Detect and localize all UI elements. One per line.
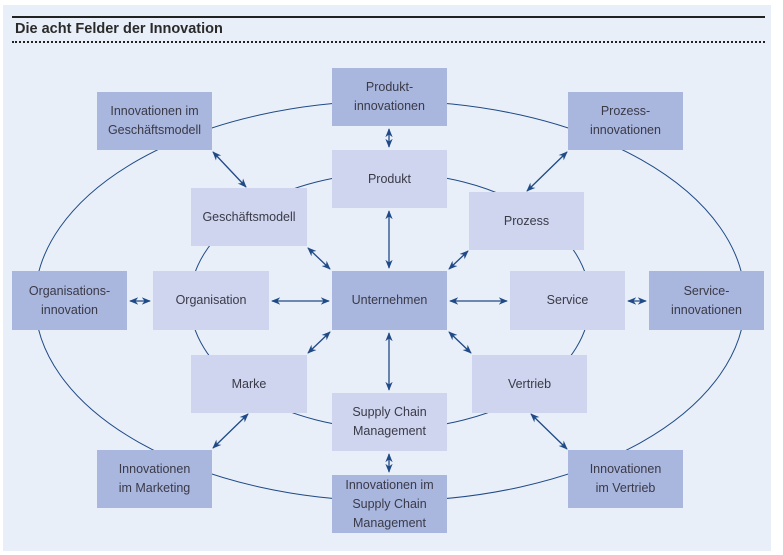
outer-field-geschaeftsmodell: Innovationen im Geschäftsmodell	[97, 92, 212, 150]
field-label: Service-	[683, 283, 730, 298]
arrow-center-prozess	[448, 250, 469, 270]
inner-field-produkt: Produkt	[332, 150, 447, 208]
outer-field-organisation: Organisations-innovation	[12, 271, 127, 330]
field-label: innovationen	[671, 302, 742, 317]
arrow-geschaeftsmodell-outer	[212, 151, 247, 188]
arrow-prozess-outer	[526, 151, 568, 192]
inner-field-marke: Marke	[191, 355, 307, 413]
outer-field-produkt: Produkt-innovationen	[332, 68, 447, 126]
inner-field-scm: Supply Chain Management	[332, 393, 447, 451]
field-label: Innovationen im	[110, 104, 199, 118]
center-field-unternehmen: Unternehmen	[332, 271, 447, 330]
arrow-center-marke	[307, 331, 331, 354]
inner-field-prozess: Prozess	[469, 192, 584, 250]
outer-field-service: Service-innovationen	[649, 271, 764, 330]
field-label: innovationen	[354, 99, 425, 113]
field-label: Innovationen	[118, 462, 191, 476]
field-label: im Vertrieb	[595, 481, 656, 495]
field-label: Produkt-	[365, 80, 414, 94]
field-label: Organisations-	[28, 283, 111, 298]
inner-field-vertrieb: Vertrieb	[472, 355, 587, 413]
field-label: innovationen	[590, 123, 661, 137]
field-label: Geschäftsmodell	[107, 123, 202, 137]
field-label: innovation	[40, 302, 98, 317]
field-label: im Marketing	[118, 481, 191, 495]
field-label: Innovationen	[589, 462, 662, 476]
inner-field-geschaeftsmodell: Geschäftsmodell	[191, 188, 307, 246]
inner-field-organisation: Organisation	[153, 271, 269, 330]
arrow-marke-outer	[212, 413, 249, 449]
arrow-center-geschaeftsmodell	[307, 247, 331, 270]
arrow-center-vertrieb	[448, 331, 472, 354]
outer-field-marketing: Innovationen im Marketing	[97, 450, 212, 508]
title-dotted-rule	[12, 41, 765, 43]
diagram-title: Die acht Felder der Innovation	[15, 21, 223, 37]
inner-field-service: Service	[510, 271, 625, 330]
field-label: Supply Chain	[352, 496, 427, 511]
field-label: Innovationen im	[345, 477, 434, 492]
outer-field-vertrieb: Innovationen im Vertrieb	[568, 450, 683, 508]
field-label: Prozess-	[600, 104, 651, 118]
field-label: Management	[353, 515, 426, 530]
title-rule	[12, 16, 765, 18]
outer-field-prozess: Prozess-innovationen	[568, 92, 683, 150]
arrow-vertrieb-outer	[530, 413, 568, 450]
